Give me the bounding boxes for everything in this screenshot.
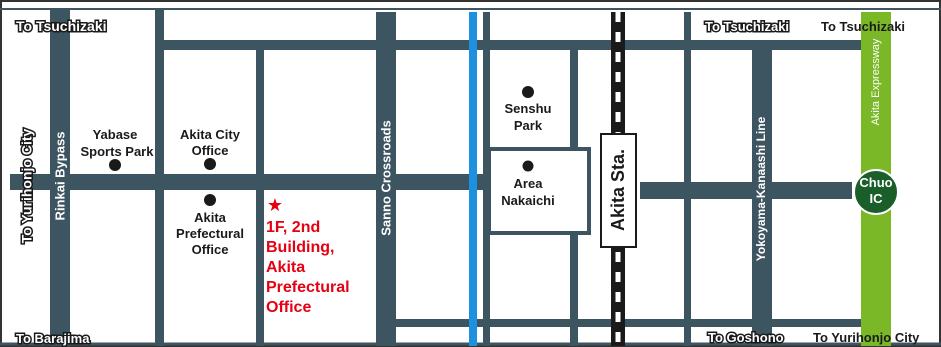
pref-office-label-2: Prefectural [176, 226, 244, 241]
destination-label-1: 1F, 2nd [266, 219, 320, 236]
to-tsuchizaki-right-label: To Tsuchizaki [821, 19, 905, 34]
to-tsuchizaki-left-label: To Tsuchizaki [16, 18, 107, 34]
city-office-marker [204, 158, 216, 170]
chuo-ic-label-1: Chuo [859, 175, 892, 190]
to-tsuchizaki-right-outline-label: To Tsuchizaki [705, 19, 789, 34]
senshu-park-label-2: Park [514, 118, 543, 133]
road-vertical [684, 12, 691, 346]
destination-label-4: Prefectural [266, 279, 350, 296]
area-nakaichi-marker [522, 160, 534, 172]
area-nakaichi-block [487, 147, 591, 235]
city-office-label-1: Akita City [180, 127, 241, 142]
senshu-park-marker [522, 86, 534, 98]
rinkai-bypass-label: Rinkai Bypass [52, 132, 67, 221]
area-nakaichi-label-1: Area [514, 176, 544, 191]
akita-station-label: Akita Sta. [608, 149, 628, 231]
road-horizontal [396, 319, 862, 327]
senshu-park-label-1: Senshu [505, 101, 552, 116]
to-yurihonjo-city-left-label: To Yurihonjo City [19, 128, 35, 243]
destination-label-2: Building, [266, 239, 334, 256]
river [469, 12, 477, 346]
pref-office-marker [204, 194, 216, 206]
to-yurihonjo-city-bottom-label: To Yurihonjo City [813, 330, 920, 345]
yabase-label-1: Yabase [93, 127, 138, 142]
road-to-chuo-ic [640, 182, 852, 199]
sanno-crossroads-label: Sanno Crossroads [378, 120, 393, 236]
yabase-marker [109, 159, 121, 171]
road-horizontal [155, 40, 863, 50]
akita-station-box [600, 133, 637, 248]
to-barajima-label: To Barajima [16, 331, 90, 346]
road-vertical [256, 40, 264, 346]
yabase-label-2: Sports Park [81, 144, 155, 159]
city-office-label-2: Office [192, 143, 229, 158]
akita-expressway-label: Akita Expressway [870, 38, 882, 125]
to-goshono-label: To Goshono [708, 330, 784, 345]
destination-label-3: Akita [266, 259, 305, 276]
area-nakaichi-label-2: Nakaichi [501, 193, 554, 208]
destination-label-5: Office [266, 299, 311, 316]
pref-office-label-3: Office [192, 242, 229, 257]
chuo-ic-label-2: IC [870, 191, 884, 206]
yokoyama-kanaashi-label: Yokoyama-Kanaashi Line [754, 116, 768, 261]
pref-office-label-1: Akita [194, 210, 227, 225]
destination-star-icon: ★ [267, 195, 283, 216]
chuo-ic-marker [853, 169, 899, 215]
road-horizontal-main [10, 174, 488, 190]
